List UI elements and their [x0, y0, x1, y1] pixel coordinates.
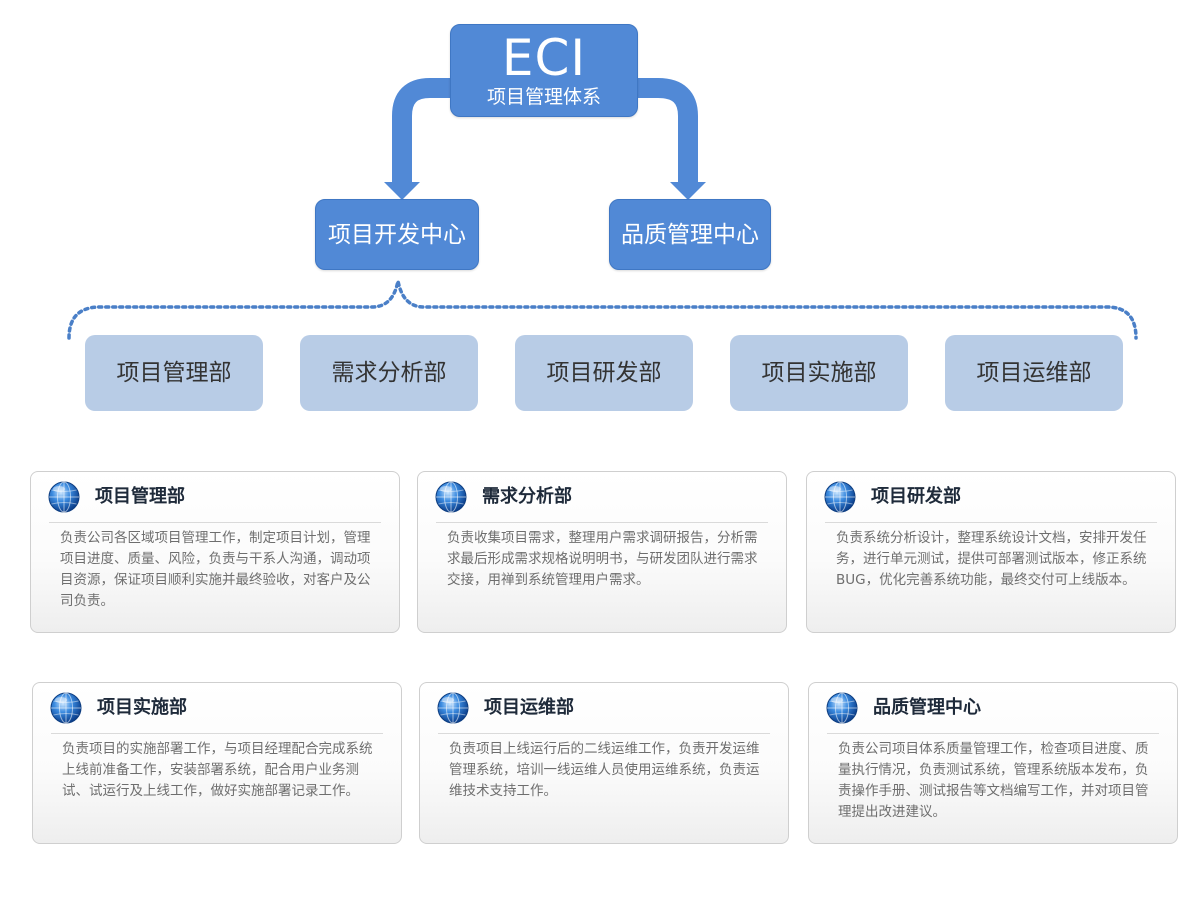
card-description: 负责系统分析设计，整理系统设计文档，安排开发任务，进行单元测试，提供可部署测试版… [836, 530, 1147, 588]
root-title: ECI [501, 29, 587, 87]
card-description: 负责公司项目体系质量管理工作，检查项目进度、质量执行情况，负责测试系统，管理系统… [838, 741, 1149, 820]
globe-icon [50, 692, 82, 724]
card-project-mgmt: 项目管理部 负责公司各区域项目管理工作，制定项目计划，管理项目进度、质量、风险，… [30, 471, 400, 633]
center-node-qa: 品质管理中心 [609, 199, 771, 270]
card-divider [827, 733, 1159, 734]
card-title: 项目管理部 [95, 486, 185, 507]
card-description: 负责项目上线运行后的二线运维工作，负责开发运维管理系统，培训一线运维人员使用运维… [449, 741, 760, 799]
globe-icon [435, 481, 467, 513]
card-title: 品质管理中心 [873, 697, 981, 718]
dept-node-operations: 项目运维部 [945, 335, 1123, 411]
card-title: 项目实施部 [97, 697, 187, 718]
dept-node-development: 项目研发部 [515, 335, 693, 411]
root-node: ECI 项目管理体系 [450, 24, 638, 117]
card-title: 需求分析部 [482, 486, 572, 507]
card-divider [49, 522, 381, 523]
card-description: 负责项目的实施部署工作，与项目经理配合完成系统上线前准备工作，安装部署系统，配合… [62, 741, 373, 799]
card-title: 项目研发部 [871, 486, 961, 507]
card-divider [51, 733, 383, 734]
globe-icon [437, 692, 469, 724]
card-quality-center: 品质管理中心 负责公司项目体系质量管理工作，检查项目进度、质量执行情况，负责测试… [808, 682, 1178, 844]
globe-icon [48, 481, 80, 513]
card-divider [438, 733, 770, 734]
globe-icon [824, 481, 856, 513]
arrow-down-icon [670, 182, 706, 200]
card-description: 负责收集项目需求，整理用户需求调研报告，分析需求最后形成需求规格说明明书，与研发… [447, 530, 758, 588]
dept-node-project-mgmt: 项目管理部 [85, 335, 263, 411]
arrow-to-qa-center [636, 78, 698, 184]
dept-node-implementation: 项目实施部 [730, 335, 908, 411]
arrow-down-icon [384, 182, 420, 200]
root-subtitle: 项目管理体系 [486, 86, 601, 108]
dotted-brace [67, 280, 1138, 340]
card-divider [436, 522, 768, 523]
card-requirements: 需求分析部 负责收集项目需求，整理用户需求调研报告，分析需求最后形成需求规格说明… [417, 471, 787, 633]
card-development: 项目研发部 负责系统分析设计，整理系统设计文档，安排开发任务，进行单元测试，提供… [806, 471, 1176, 633]
card-divider [825, 522, 1157, 523]
card-implementation: 项目实施部 负责项目的实施部署工作，与项目经理配合完成系统上线前准备工作，安装部… [32, 682, 402, 844]
dept-node-requirements: 需求分析部 [300, 335, 478, 411]
center-node-dev: 项目开发中心 [315, 199, 479, 270]
globe-icon [826, 692, 858, 724]
card-title: 项目运维部 [484, 697, 574, 718]
card-description: 负责公司各区域项目管理工作，制定项目计划，管理项目进度、质量、风险，负责与干系人… [60, 530, 371, 609]
card-operations: 项目运维部 负责项目上线运行后的二线运维工作，负责开发运维管理系统，培训一线运维… [419, 682, 789, 844]
arrow-to-dev-center [392, 78, 452, 184]
